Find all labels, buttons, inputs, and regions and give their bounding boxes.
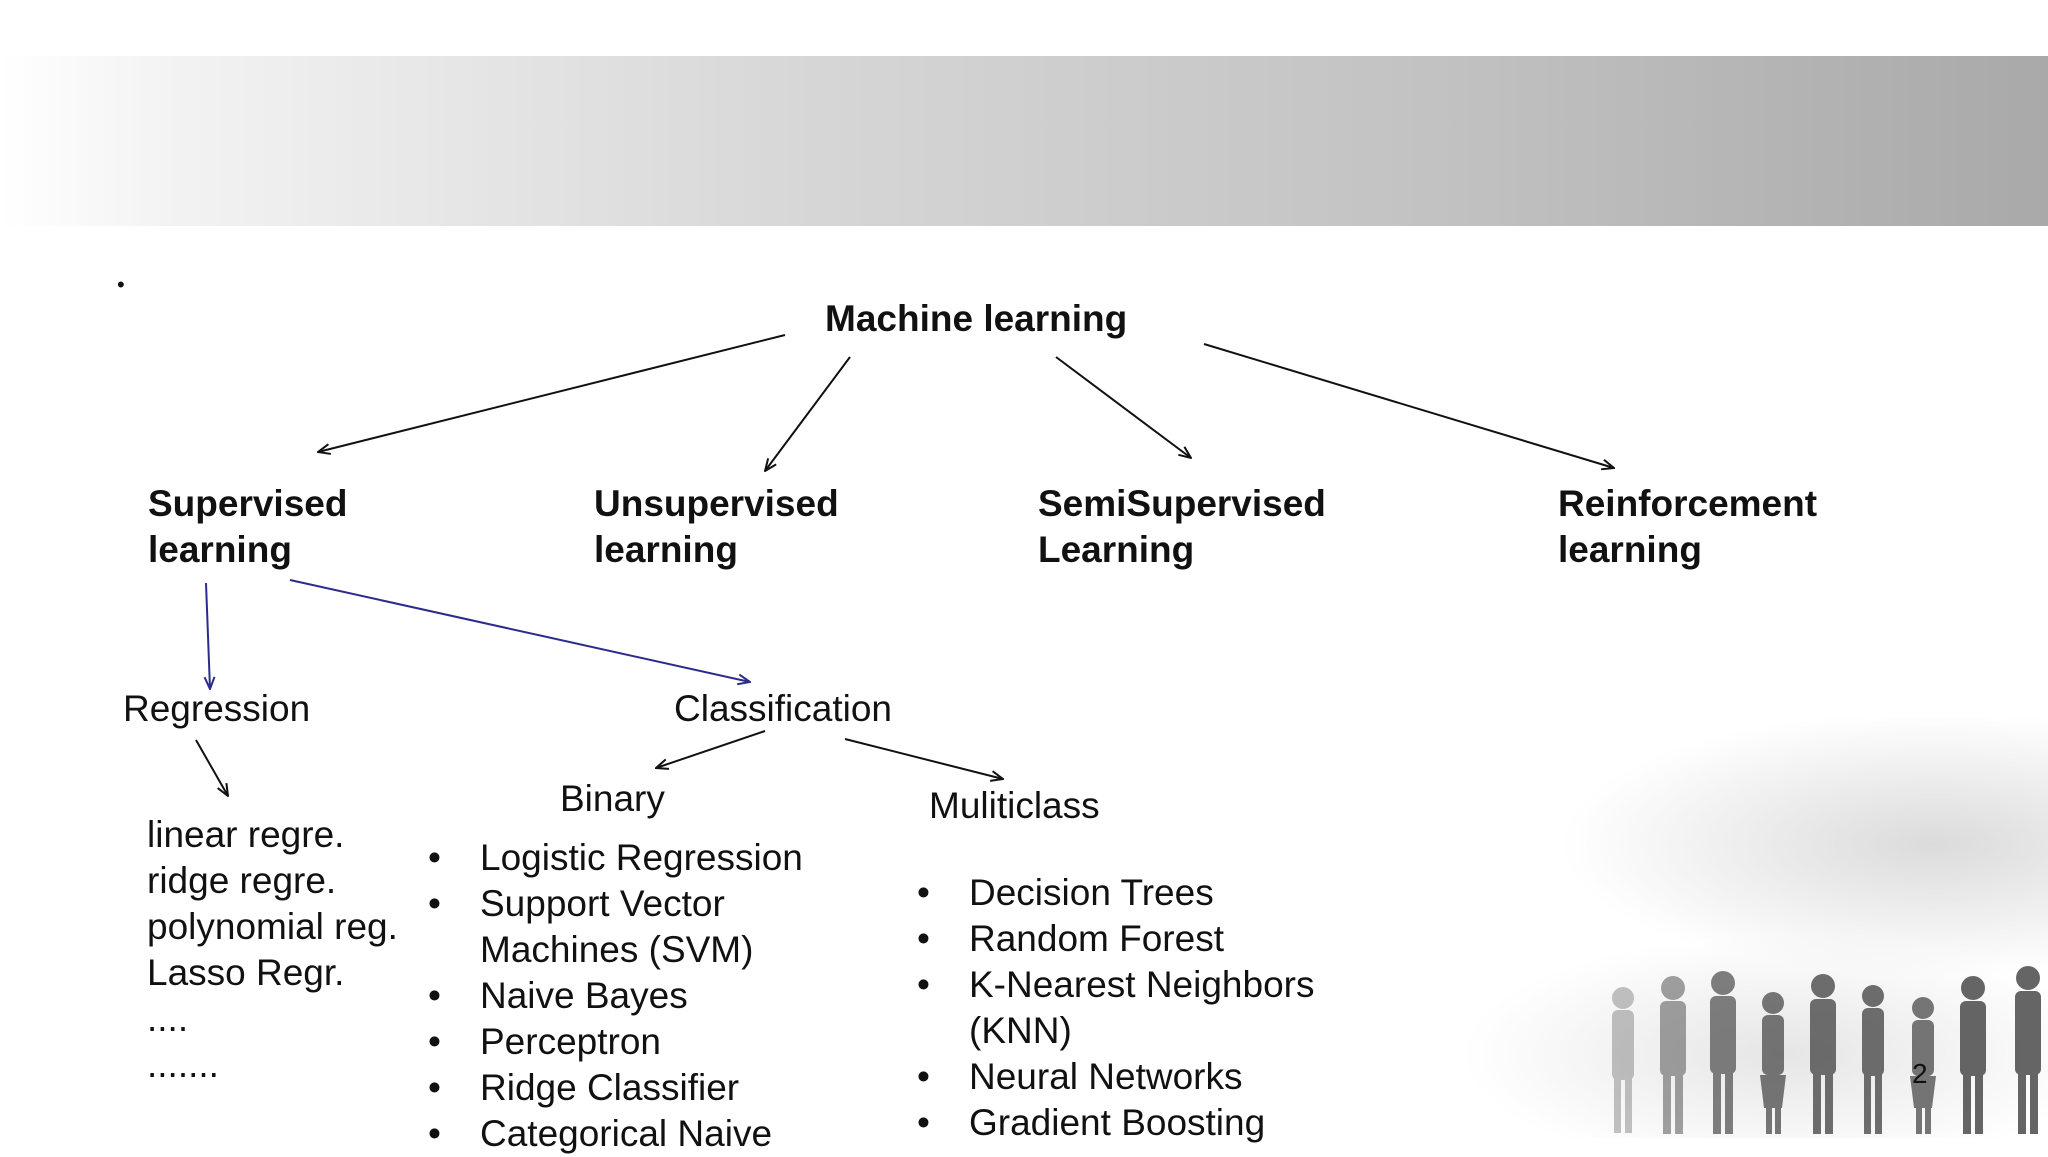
list-item: ....... xyxy=(147,1044,219,1085)
people-silhouette-image xyxy=(1612,966,2041,1134)
category-supervised: Supervised learning xyxy=(148,481,347,573)
list-item-text: Neural Networks xyxy=(969,1056,1243,1097)
list-item-text: (KNN) xyxy=(969,1010,1072,1051)
bullet: • xyxy=(428,883,441,924)
root-node-machine-learning: Machine learning xyxy=(825,298,1128,339)
arrow-root-to-supervised xyxy=(318,334,786,452)
node-multiclass: Muliticlass xyxy=(929,785,1100,826)
list-item-text: Decision Trees xyxy=(969,872,1214,913)
list-item-text: Naive Bayes xyxy=(480,975,688,1016)
bullet: • xyxy=(917,964,930,1005)
list-item-continuation: Machines (SVM) xyxy=(428,927,803,973)
category-semisupervised: SemiSupervised Learning xyxy=(1038,481,1326,573)
category-reinforcement: Reinforcement learning xyxy=(1558,481,1817,573)
list-item-text: Logistic Regression xyxy=(480,837,803,878)
category-reinforcement-line1: Reinforcement xyxy=(1558,483,1818,524)
regression-list: linear regre. ridge regre. polynomial re… xyxy=(147,812,398,1088)
arrow-root-to-semisupervised xyxy=(1055,356,1191,458)
list-item: ridge regre. xyxy=(147,860,337,901)
category-supervised-line1: Supervised xyxy=(148,483,348,524)
bullet: • xyxy=(917,1056,930,1097)
list-item: • Decision Trees xyxy=(917,870,1314,916)
bullet: • xyxy=(428,975,441,1016)
header-band xyxy=(0,56,2048,226)
category-unsupervised-line2: learning xyxy=(594,529,738,570)
bullet: • xyxy=(428,1113,441,1154)
stray-dot: • xyxy=(117,272,125,297)
bullet: • xyxy=(917,872,930,913)
list-item-text: Gradient Boosting xyxy=(969,1102,1266,1143)
page-number: 2 xyxy=(1912,1058,1928,1089)
list-item-text: Random Forest xyxy=(969,918,1224,959)
list-item-text: Ridge Classifier xyxy=(480,1067,740,1108)
category-reinforcement-line2: learning xyxy=(1558,529,1702,570)
list-item-text: Perceptron xyxy=(480,1021,661,1062)
arrow-root-to-reinforcement xyxy=(1203,343,1614,468)
list-item: • Perceptron xyxy=(428,1019,803,1065)
list-item: • Neural Networks xyxy=(917,1054,1314,1100)
category-supervised-line2: learning xyxy=(148,529,292,570)
category-semisupervised-line2: Learning xyxy=(1038,529,1195,570)
category-unsupervised: Unsupervised learning xyxy=(594,481,839,573)
arrow-classification-to-multiclass xyxy=(844,738,1003,779)
list-item: Lasso Regr. xyxy=(147,952,345,993)
arrow-root-to-unsupervised xyxy=(765,356,851,471)
list-item: polynomial reg. xyxy=(147,906,398,947)
bullet: • xyxy=(428,1067,441,1108)
bullet: • xyxy=(917,918,930,959)
list-item: • Random Forest xyxy=(917,916,1314,962)
arrow-supervised-to-regression xyxy=(206,582,210,689)
multiclass-classifier-list: • Decision Trees • Random Forest • K-Neares… xyxy=(917,870,1314,1146)
list-item: • Logistic Regression xyxy=(428,835,803,881)
category-semisupervised-line1: SemiSupervised xyxy=(1038,483,1326,524)
bullet: • xyxy=(428,1021,441,1062)
category-unsupervised-line1: Unsupervised xyxy=(594,483,839,524)
list-item-text: Support Vector xyxy=(480,883,725,924)
arrow-regression-to-items xyxy=(195,739,228,796)
list-item: • Gradient Boosting xyxy=(917,1100,1314,1146)
binary-classifier-list: • Logistic Regression • Support Vector Mac… xyxy=(428,835,803,1157)
list-item-text: Machines (SVM) xyxy=(480,929,754,970)
list-item: • Naive Bayes xyxy=(428,973,803,1019)
list-item-continuation: (KNN) xyxy=(917,1008,1314,1054)
list-item: • K-Nearest Neighbors xyxy=(917,962,1314,1008)
list-item-text: K-Nearest Neighbors xyxy=(969,964,1315,1005)
node-binary: Binary xyxy=(560,778,665,819)
bullet: • xyxy=(428,837,441,878)
list-item: .... xyxy=(147,998,189,1039)
list-item: • Ridge Classifier xyxy=(428,1065,803,1111)
arrow-supervised-to-classification xyxy=(289,579,750,682)
node-classification: Classification xyxy=(674,688,892,729)
list-item-text: Categorical Naive xyxy=(480,1113,773,1154)
arrow-classification-to-binary xyxy=(656,730,766,768)
list-item: • Support Vector xyxy=(428,881,803,927)
list-item: linear regre. xyxy=(147,814,345,855)
node-regression: Regression xyxy=(123,688,311,729)
bullet: • xyxy=(917,1102,930,1143)
list-item: • Categorical Naive xyxy=(428,1111,803,1157)
